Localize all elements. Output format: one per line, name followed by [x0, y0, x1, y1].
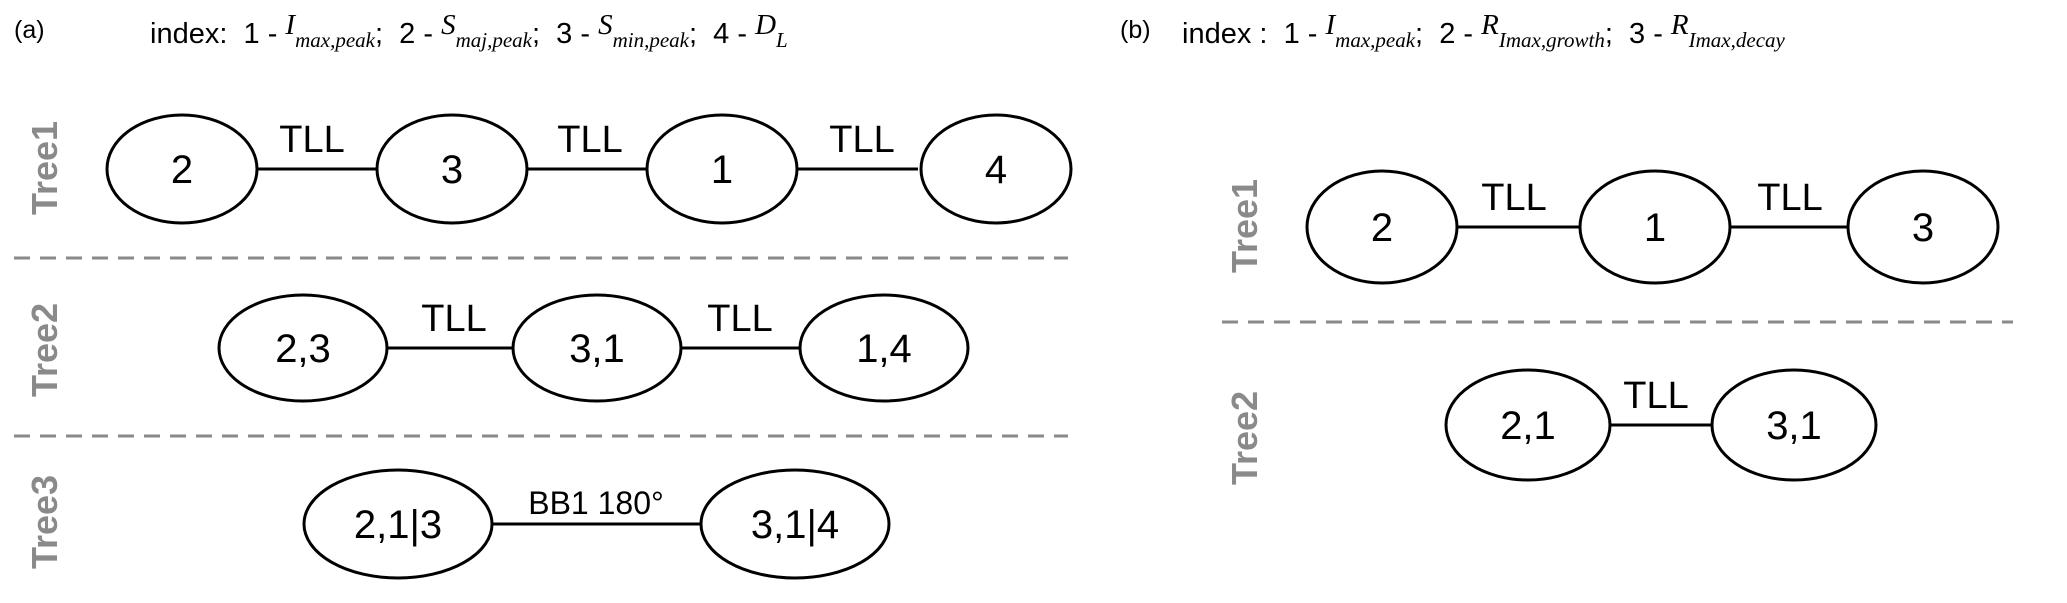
- index-entry-1: 1 - Imax,peak;: [1283, 9, 1424, 52]
- index-entry-3: 3 - RImax,decay: [1629, 9, 1785, 52]
- edge-label-a1-2: TLL: [557, 119, 622, 161]
- node-label-b2-1: 2,1: [1500, 404, 1556, 448]
- edge-label-a2-1: TLL: [421, 298, 486, 340]
- node-a3-1: [302, 468, 494, 580]
- node-a2-2: [511, 293, 683, 403]
- index-entry-1: 1 - Imax,peak;: [243, 9, 384, 52]
- node-a2-3: [798, 293, 970, 403]
- node-label-a1-1: 2: [171, 148, 193, 192]
- node-b1-2: [1578, 169, 1732, 285]
- panel-b-index-legend: index : 1 - Imax,peak; 2 - RImax,growth;…: [1182, 9, 1785, 62]
- node-a1-1: [105, 113, 259, 225]
- node-label-b1-3: 3: [1912, 206, 1934, 250]
- edge-label-b1-1: TLL: [1481, 177, 1546, 219]
- node-a2-1: [217, 293, 389, 403]
- edge-label-a2-2: TLL: [707, 298, 772, 340]
- edge-label-a1-3: TLL: [829, 119, 894, 161]
- node-a3-2: [699, 468, 891, 580]
- edge-label-a3-1: BB1 180°: [528, 485, 664, 521]
- panel-a-index-legend: index: 1 - Imax,peak; 2 - Smaj,peak; 3 -…: [150, 9, 788, 62]
- node-label-a1-4: 4: [985, 148, 1007, 192]
- panel-b-label: (b): [1120, 16, 1151, 44]
- index-entry-2: 2 - Smaj,peak;: [399, 9, 541, 52]
- node-label-b1-1: 2: [1371, 206, 1393, 250]
- node-label-a1-2: 3: [441, 148, 463, 192]
- node-label-a3-1: 2,1|3: [354, 503, 442, 547]
- node-label-a1-3: 1: [711, 148, 733, 192]
- index-label: index:: [150, 18, 228, 50]
- panel-a-label: (a): [14, 16, 45, 44]
- edge-label-b1-2: TLL: [1757, 177, 1822, 219]
- index-entry-2: 2 - RImax,growth;: [1439, 9, 1613, 52]
- node-b1-3: [1846, 169, 2000, 285]
- node-a1-4: [919, 113, 1073, 225]
- tree-label-b-2: Tree2: [1224, 391, 1265, 485]
- node-a1-3: [645, 113, 799, 225]
- index-entry-4: 4 - DL: [713, 9, 788, 52]
- node-label-a2-2: 3,1: [569, 327, 625, 371]
- node-b2-2: [1710, 368, 1878, 482]
- node-b1-1: [1305, 169, 1459, 285]
- tree-label-a-3: Tree3: [24, 475, 65, 569]
- tree-label-a-2: Tree2: [24, 303, 65, 397]
- index-entry-3: 3 - Smin,peak;: [556, 9, 698, 52]
- node-label-a3-2: 3,1|4: [751, 503, 839, 547]
- node-a1-2: [375, 113, 529, 225]
- edge-label-b2-1: TLL: [1623, 375, 1688, 417]
- tree-label-b-1: Tree1: [1224, 179, 1265, 273]
- edge-label-a1-1: TLL: [279, 119, 344, 161]
- node-label-a2-3: 1,4: [856, 327, 912, 371]
- node-label-a2-1: 2,3: [275, 327, 331, 371]
- index-label: index :: [1182, 18, 1268, 50]
- tree-label-a-1: Tree1: [24, 121, 65, 215]
- node-label-b1-2: 1: [1644, 206, 1666, 250]
- node-label-b2-2: 3,1: [1766, 404, 1822, 448]
- node-b2-1: [1444, 368, 1612, 482]
